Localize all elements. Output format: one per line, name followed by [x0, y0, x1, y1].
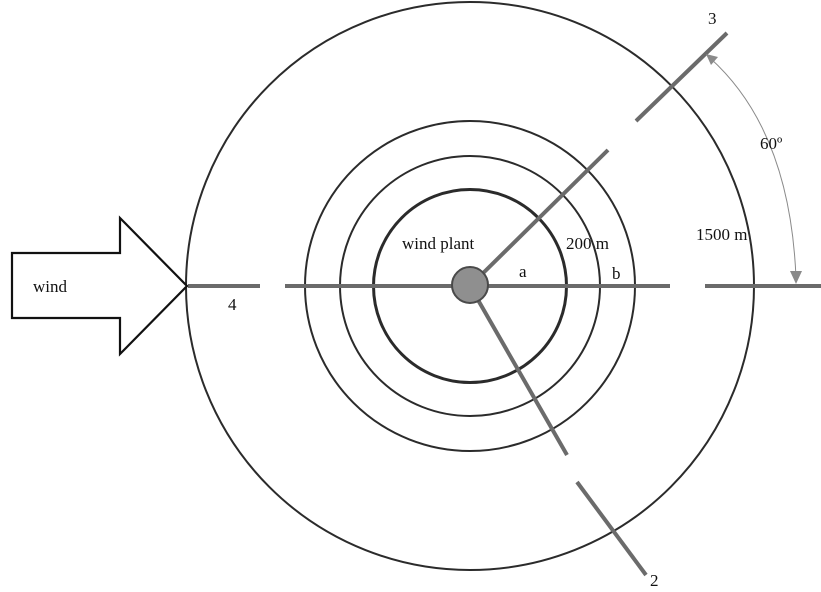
transect-2-near-segment: [468, 285, 569, 456]
angle-label: 60º: [760, 134, 782, 153]
transect-4-label: 4: [228, 295, 237, 314]
transect-3-far-segment: [634, 31, 729, 123]
wind-arrow-icon: [10, 215, 189, 357]
angle-arrowhead-bottom: [790, 271, 802, 284]
transect-2-far-segment: [575, 480, 648, 577]
angle-arrowhead-top: [706, 54, 718, 65]
wind-plant-marker: [451, 266, 489, 304]
angle-arc: [709, 57, 797, 279]
wind-label: wind: [33, 277, 68, 296]
transect-3-near-segment: [468, 148, 610, 288]
transect-3-label: 3: [708, 9, 717, 28]
outer-radius-label: 1500 m: [696, 225, 747, 244]
inner-radius-label: 200 m: [566, 234, 609, 253]
point-a-label: a: [519, 262, 527, 281]
point-b-label: b: [612, 264, 621, 283]
transect-2-label: 2: [650, 571, 659, 590]
wind-plant-label: wind plant: [402, 234, 475, 253]
